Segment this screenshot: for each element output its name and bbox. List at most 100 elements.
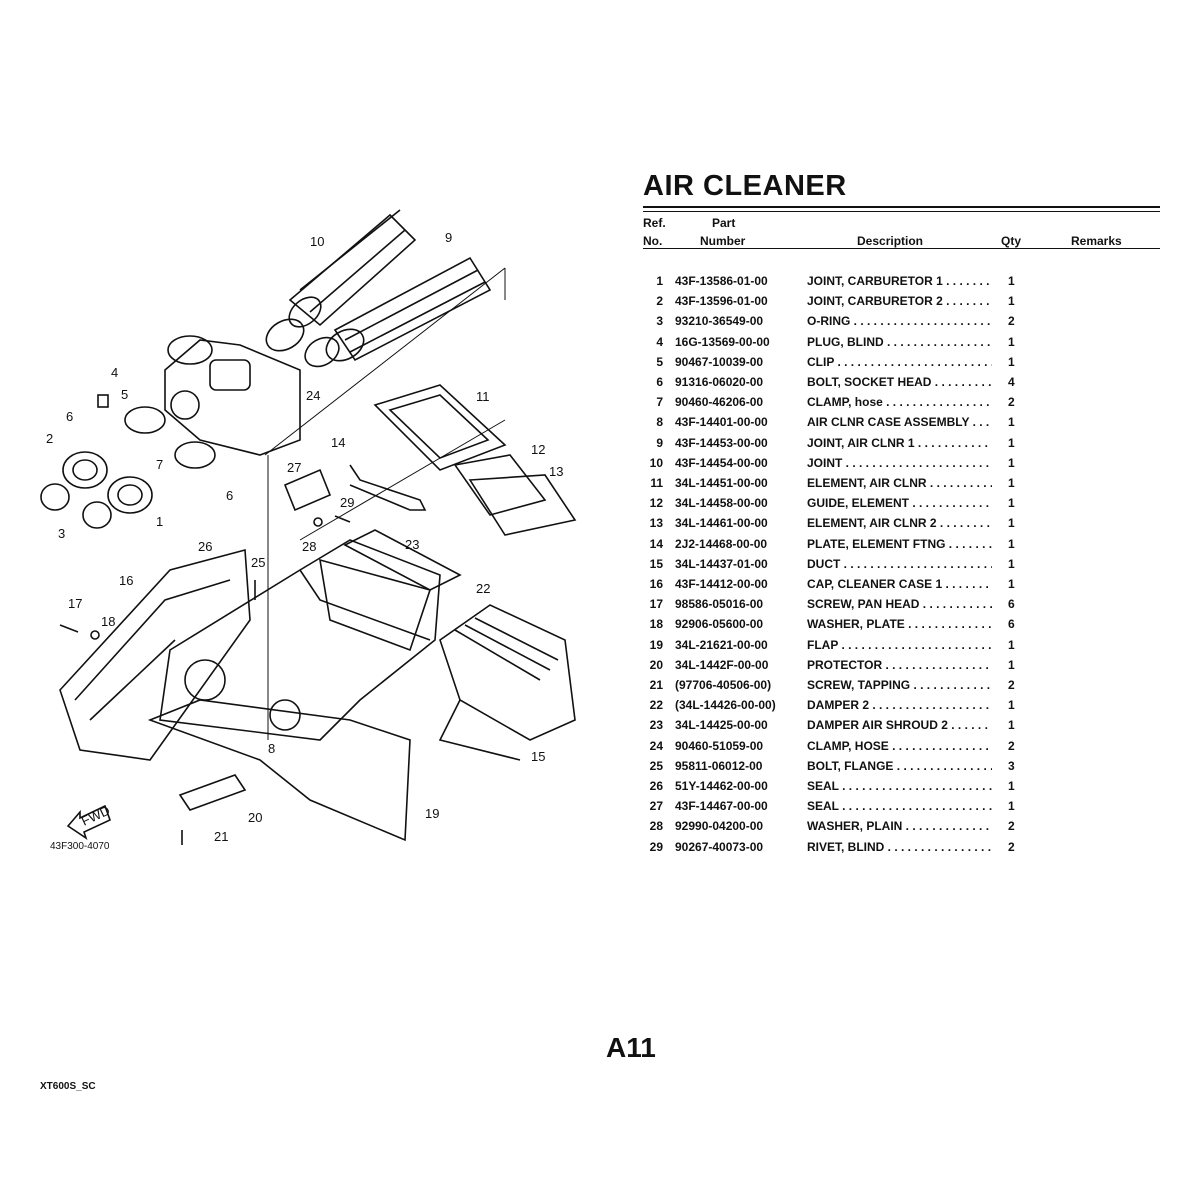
- quantity: 1: [1008, 779, 1015, 793]
- exploded-parts-diagram: FWD 43F300-4070 10 9 4 5 6 2 7 24 11 14 …: [40, 209, 577, 852]
- clamp-7a: [124, 406, 166, 434]
- carburetor: [164, 335, 301, 456]
- part-number: 16G-13569-00-00: [675, 334, 770, 349]
- description: GUIDE, ELEMENT: [807, 496, 992, 510]
- description: SEAL: [807, 799, 992, 813]
- description: SCREW, TAPPING: [807, 678, 992, 692]
- part-number: 34L-1442F-00-00: [675, 657, 769, 672]
- callout: 26: [198, 539, 212, 554]
- plate-element-fitting: [349, 464, 427, 511]
- part-number: 34L-14451-00-00: [675, 476, 768, 490]
- description: JOINT, CARBURETOR 2: [807, 294, 992, 308]
- ref-number: 29: [649, 839, 663, 854]
- header-description: Description: [857, 234, 924, 248]
- table-row: 10 43F-14454-00-00 JOINT 1: [643, 456, 1160, 476]
- ref-number: 6: [656, 375, 663, 389]
- callout: 5: [121, 387, 128, 402]
- header-ref-line1: Ref.: [643, 216, 666, 230]
- callout: 24: [306, 388, 320, 403]
- figure-code: 43F300-4070: [50, 841, 110, 852]
- description: FLAP: [807, 638, 992, 652]
- clamp-7b: [174, 441, 216, 469]
- ref-number: 10: [649, 455, 663, 470]
- ref-number: 8: [656, 415, 663, 430]
- part-number: 95811-06012-00: [675, 758, 763, 773]
- part-number: 43F-13596-01-00: [675, 294, 768, 309]
- part-number: 43F-14454-00-00: [675, 455, 768, 470]
- description: WASHER, PLATE: [807, 617, 992, 631]
- part-number: 34L-14458-00-00: [675, 496, 768, 511]
- description: BOLT, SOCKET HEAD: [807, 375, 992, 389]
- page-number: A11: [606, 1032, 656, 1063]
- description: SCREW, PAN HEAD: [807, 597, 992, 611]
- cleaner-case-cap: [59, 548, 251, 761]
- callout: 23: [405, 537, 419, 552]
- title-rule: [643, 206, 1160, 208]
- table-row: 21(97706-40506-00)SCREW, TAPPING2: [643, 678, 1160, 698]
- callout: 13: [549, 464, 563, 479]
- ref-number: 11: [650, 476, 663, 490]
- part-number: 34L-14461-00-00: [675, 516, 768, 531]
- part-number: 43F-14401-00-00: [675, 415, 768, 430]
- air-joint-9: [325, 256, 492, 362]
- description: CLIP: [807, 355, 992, 369]
- callout: 8: [268, 741, 275, 756]
- callout: 11: [476, 389, 490, 404]
- description: CLAMP, hose: [807, 395, 992, 409]
- ref-number: 23: [649, 718, 663, 733]
- quantity: 1: [1008, 455, 1015, 470]
- quantity: 1: [1008, 516, 1015, 531]
- header-ref-line2: No.: [643, 234, 663, 248]
- o-ring-b: [82, 501, 112, 529]
- ref-number: 20: [649, 657, 663, 672]
- damper-air-shroud: [343, 529, 462, 591]
- callout: 21: [214, 829, 228, 844]
- header-qty: Qty: [1001, 234, 1022, 248]
- ref-number: 18: [649, 617, 663, 632]
- callout: 25: [251, 555, 265, 570]
- quantity: 2: [1008, 738, 1015, 753]
- page-title: AIR CLEANER: [643, 170, 847, 202]
- description: CLAMP, HOSE: [807, 739, 992, 753]
- quantity: 1: [1008, 637, 1015, 652]
- ref-number: 14: [649, 536, 663, 551]
- ref-number: 26: [649, 779, 663, 793]
- title-rule: [643, 211, 1160, 212]
- ref-number: 15: [649, 556, 663, 571]
- callout: 22: [476, 581, 490, 596]
- ref-number: 3: [656, 314, 663, 329]
- description: CAP, CLEANER CASE 1: [807, 577, 992, 591]
- ref-number: 5: [656, 354, 663, 369]
- ref-number: 19: [649, 637, 663, 652]
- quantity: 1: [1008, 415, 1015, 430]
- description: BOLT, FLANGE: [807, 759, 992, 773]
- ref-number: 12: [649, 496, 663, 511]
- table-row: 22(34L-14426-00-00)DAMPER 21: [643, 698, 1160, 718]
- quantity: 6: [1008, 617, 1015, 632]
- part-number: 34L-14437-01-00: [675, 556, 768, 571]
- quantity: 1: [1008, 334, 1015, 349]
- clamp-24a: [265, 318, 305, 352]
- callout: 10: [310, 234, 324, 249]
- part-number: (34L-14426-00-00): [675, 698, 776, 713]
- callout: 28: [302, 539, 316, 554]
- description: SEAL: [807, 779, 992, 793]
- joint-carb-1: [107, 476, 153, 514]
- ref-number: 27: [649, 799, 663, 814]
- description: DAMPER AIR SHROUD 2: [807, 718, 992, 732]
- callout: 2: [46, 431, 53, 446]
- ref-number: 4: [656, 334, 663, 349]
- quantity: 1: [1008, 556, 1015, 571]
- quantity: 1: [1008, 435, 1015, 450]
- part-number: 34L-14425-00-00: [675, 718, 768, 733]
- part-number: 92906-05600-00: [675, 617, 764, 632]
- description: JOINT: [807, 456, 992, 470]
- description: RIVET, BLIND: [807, 840, 992, 854]
